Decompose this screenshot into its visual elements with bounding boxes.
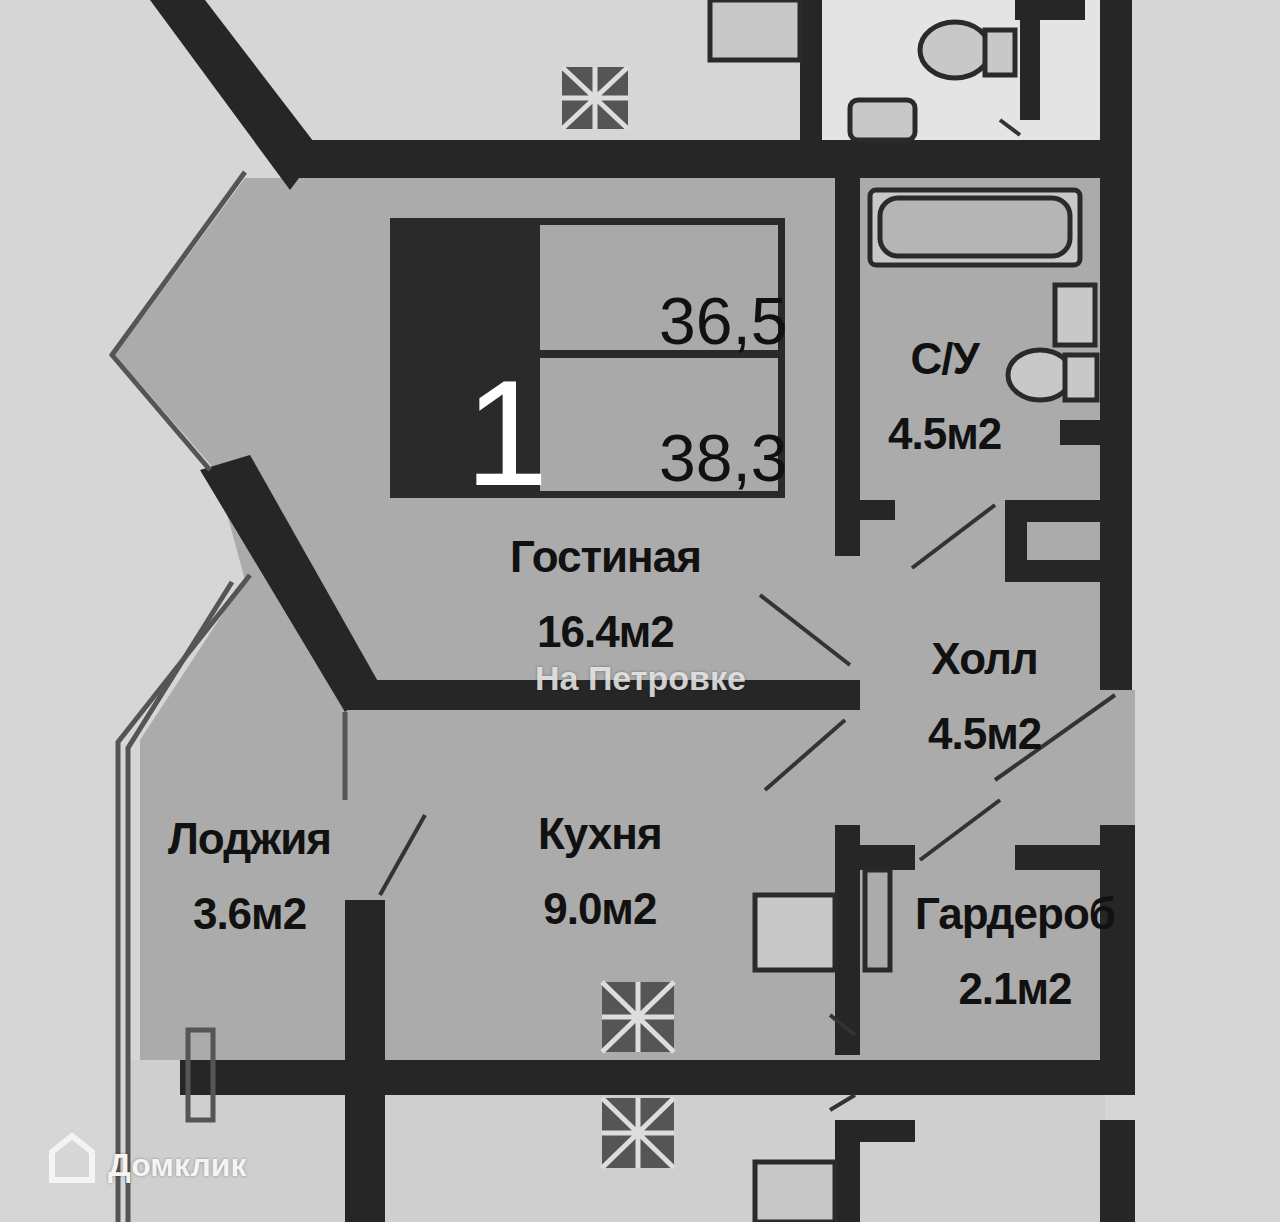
watermark: На Петровке <box>535 659 746 698</box>
room-area: 9.0м2 <box>538 872 662 947</box>
room-name: Холл <box>928 622 1041 697</box>
room-area: 4.5м2 <box>928 697 1041 772</box>
floor-fill <box>385 1095 1105 1222</box>
total-area: 38,3 <box>659 425 787 491</box>
room-name: Гостиная <box>510 520 701 595</box>
walls <box>150 0 1135 1222</box>
room-count: 1 <box>465 358 548 508</box>
room-label: Кухня9.0м2 <box>538 797 662 947</box>
room-area: 4.5м2 <box>888 397 1001 472</box>
room-label: С/У4.5м2 <box>888 322 1001 472</box>
room-area: 16.4м2 <box>510 595 701 670</box>
room-name: Кухня <box>538 797 662 872</box>
neighbour-room <box>820 0 1100 140</box>
room-area: 3.6м2 <box>168 877 331 952</box>
floor-fill <box>1100 690 1135 830</box>
plumbing <box>710 0 1097 1222</box>
room-name: Лоджия <box>168 802 331 877</box>
room-label: Гостиная16.4м2 <box>510 520 701 670</box>
room-name: Гардероб <box>915 877 1115 952</box>
room-label: Лоджия3.6м2 <box>168 802 331 952</box>
door-swing <box>380 120 1115 1110</box>
window-lines <box>112 172 345 1222</box>
living-area: 36,5 <box>659 288 787 354</box>
room-name: С/У <box>888 322 1001 397</box>
room-area: 2.1м2 <box>915 952 1115 1027</box>
logo-icon <box>52 1136 92 1180</box>
room-label: Гардероб2.1м2 <box>915 877 1115 1027</box>
room-label: Холл4.5м2 <box>928 622 1041 772</box>
area-badge: 136,538,3 <box>390 218 785 498</box>
watermark: Домклик <box>108 1147 246 1184</box>
